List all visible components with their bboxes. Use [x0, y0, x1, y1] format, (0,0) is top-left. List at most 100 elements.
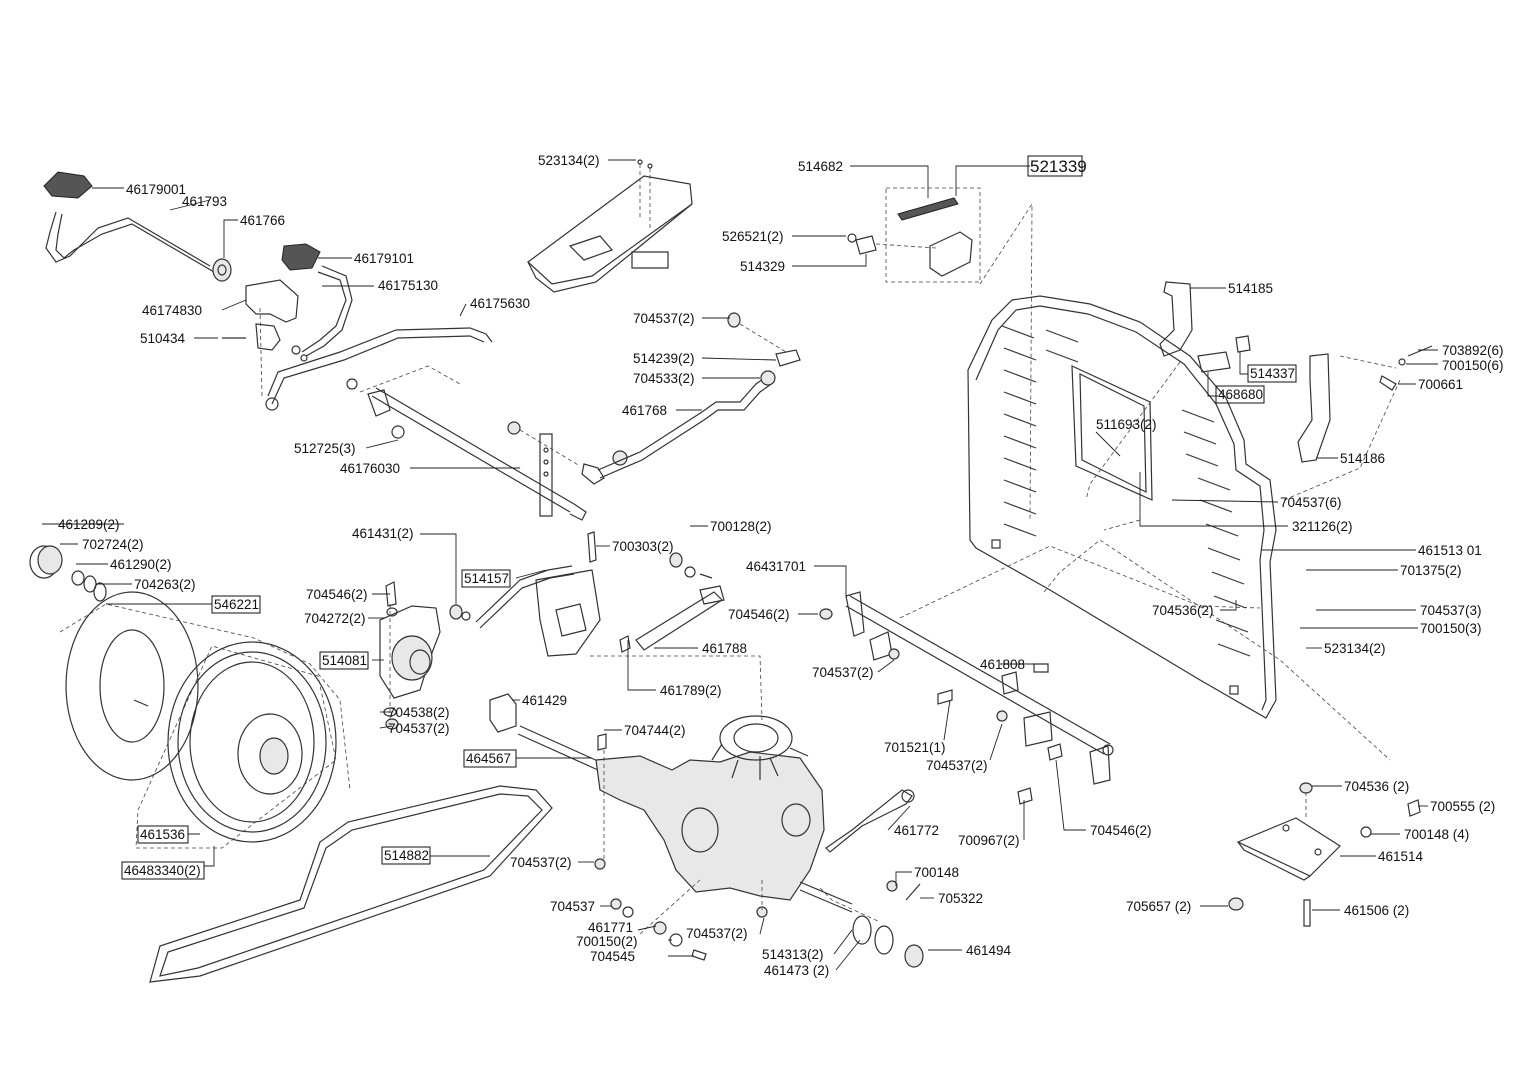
label-704546-a: 704546(2): [306, 587, 368, 602]
label-704536-a: 704536(2): [1152, 603, 1214, 618]
leader-lines: [42, 159, 1438, 971]
label-704537-e: 704537(2): [510, 855, 572, 870]
label-704546-c: 704546(2): [1090, 823, 1152, 838]
label-468680: 468680: [1218, 387, 1263, 402]
rear-panel: [967, 295, 1277, 719]
label-464567: 464567: [466, 751, 511, 766]
label-704546-b: 704546(2): [728, 607, 790, 622]
label-701521: 701521(1): [884, 740, 946, 755]
label-704538: 704538(2): [388, 705, 450, 720]
guide-lines: [899, 202, 1401, 761]
label-461536: 461536: [140, 827, 185, 842]
part-labels: 46179001 461793 461766 46179101 46175130…: [58, 153, 1504, 978]
label-461514: 461514: [1378, 849, 1424, 864]
label-46179101: 46179101: [354, 251, 414, 266]
label-461766: 461766: [240, 213, 285, 228]
label-461506: 461506 (2): [1344, 903, 1409, 918]
label-514081: 514081: [322, 653, 367, 668]
label-461789: 461789(2): [660, 683, 722, 698]
gas-spring-assembly: [475, 531, 763, 721]
label-461290: 461290(2): [110, 557, 172, 572]
label-700661: 700661: [1418, 377, 1463, 392]
label-46179001: 46179001: [126, 182, 186, 197]
label-514313: 514313(2): [762, 947, 824, 962]
label-461772: 461772: [894, 823, 939, 838]
drive-belt: [149, 785, 553, 983]
wheels: [29, 545, 351, 849]
label-704545: 704545: [590, 949, 635, 964]
label-703892: 703892(6): [1442, 343, 1504, 358]
label-461513: 461513 01: [1418, 543, 1482, 558]
label-46431701: 46431701: [746, 559, 806, 574]
label-boxes: [121, 155, 1297, 880]
label-521339: 521339: [1030, 157, 1087, 176]
label-700150-6: 700150(6): [1442, 358, 1504, 373]
label-704537-b: 704537(2): [812, 665, 874, 680]
label-46175630: 46175630: [470, 296, 530, 311]
label-461771: 461771: [588, 920, 633, 935]
label-46483340: 46483340(2): [124, 863, 201, 878]
label-704537-d: 704537(2): [926, 758, 988, 773]
axle-frame: [819, 591, 1114, 805]
label-700148: 700148: [914, 865, 959, 880]
label-700128: 700128(2): [710, 519, 772, 534]
label-704537-3: 704537(3): [1420, 603, 1482, 618]
shift-lever-assembly: [43, 171, 628, 521]
label-46174830: 46174830: [142, 303, 202, 318]
label-461793: 461793: [182, 194, 227, 209]
label-701375: 701375(2): [1400, 563, 1462, 578]
small-plate: [1228, 782, 1421, 927]
label-705322: 705322: [938, 891, 983, 906]
label-704272: 704272(2): [304, 611, 366, 626]
switch-box: [847, 187, 981, 283]
label-511693: 511693(2): [1096, 417, 1157, 432]
label-700303: 700303(2): [612, 539, 674, 554]
bushing-bracket: [379, 581, 471, 730]
label-514157: 514157: [464, 571, 509, 586]
label-461289: 461289(2): [58, 517, 120, 532]
label-523134-r: 523134(2): [1324, 641, 1386, 656]
label-461808: 461808: [980, 657, 1025, 672]
label-704537-single: 704537: [550, 899, 595, 914]
label-704537-6: 704537(6): [1280, 495, 1342, 510]
label-461431: 461431(2): [352, 526, 414, 541]
label-700967: 700967(2): [958, 833, 1020, 848]
label-461494: 461494: [966, 943, 1012, 958]
label-512725: 512725(3): [294, 441, 356, 456]
label-700555: 700555 (2): [1430, 799, 1495, 814]
linkage-rod: [597, 312, 801, 479]
panel-brackets: [1159, 281, 1433, 463]
label-321126: 321126(2): [1292, 519, 1353, 534]
label-461473: 461473 (2): [764, 963, 829, 978]
label-526521: 526521(2): [722, 229, 784, 244]
label-700148-4: 700148 (4): [1404, 827, 1469, 842]
label-546221: 546221: [214, 597, 259, 612]
label-704537-c: 704537(2): [388, 721, 450, 736]
label-514682: 514682: [798, 159, 843, 174]
label-700150-2: 700150(2): [576, 934, 638, 949]
label-514186: 514186: [1340, 451, 1385, 466]
label-702724: 702724(2): [82, 537, 144, 552]
label-704537-f: 704537(2): [686, 926, 748, 941]
label-704537-a: 704537(2): [633, 311, 695, 326]
label-510434: 510434: [140, 331, 186, 346]
label-705657: 705657 (2): [1126, 899, 1191, 914]
transaxle: [489, 693, 924, 968]
label-704744: 704744(2): [624, 723, 686, 738]
label-704533: 704533(2): [633, 371, 695, 386]
label-704536-b: 704536 (2): [1344, 779, 1409, 794]
label-700150-3: 700150(3): [1420, 621, 1482, 636]
label-514337: 514337: [1250, 366, 1295, 381]
label-461429: 461429: [522, 693, 567, 708]
label-514882: 514882: [384, 848, 429, 863]
label-46176030: 46176030: [340, 461, 400, 476]
label-461788: 461788: [702, 641, 747, 656]
label-704263: 704263(2): [134, 577, 196, 592]
label-461768: 461768: [622, 403, 667, 418]
label-523134-top: 523134(2): [538, 153, 600, 168]
label-514185: 514185: [1228, 281, 1273, 296]
label-46175130: 46175130: [378, 278, 438, 293]
cover-plate: [527, 159, 693, 293]
label-514239: 514239(2): [633, 351, 695, 366]
